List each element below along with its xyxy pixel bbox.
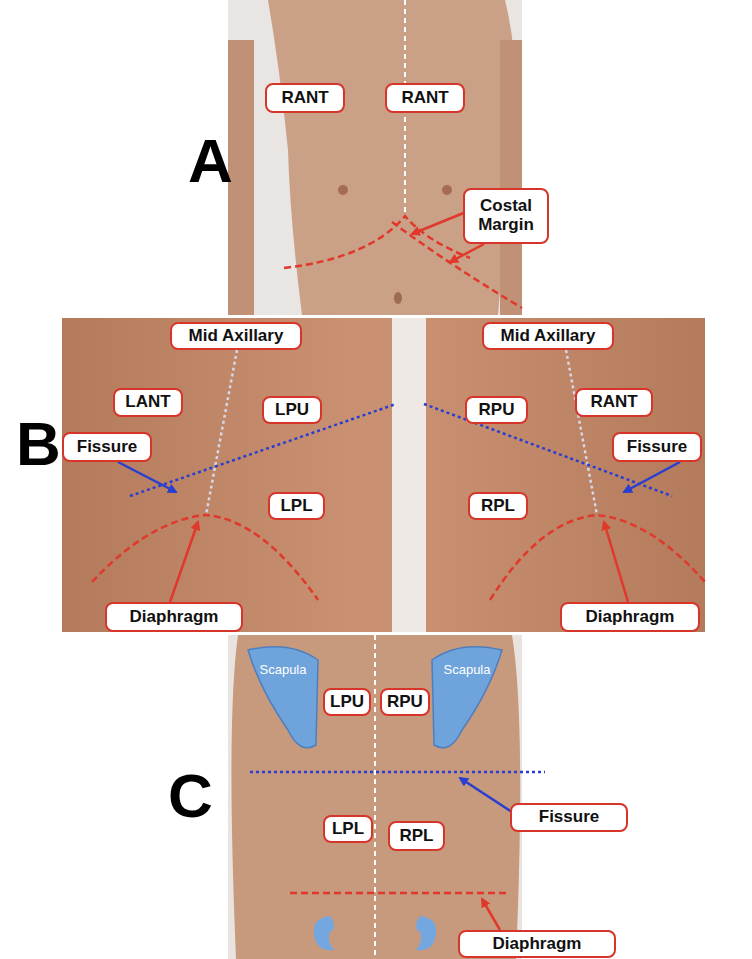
kidney-symbol bbox=[416, 916, 436, 950]
region-label-box: RANT bbox=[385, 83, 465, 113]
leader-arrow bbox=[170, 522, 198, 602]
region-label-box: RPU bbox=[380, 688, 430, 716]
region-label-box: Fissure bbox=[612, 432, 702, 462]
region-label-box: Fissure bbox=[510, 803, 628, 832]
panel-letter: A bbox=[188, 125, 233, 196]
navel bbox=[394, 292, 402, 304]
scapula-outline bbox=[429, 642, 505, 754]
node-text: RPU bbox=[387, 693, 423, 712]
node-text: Mid Axillary bbox=[501, 327, 596, 346]
diaphragm-line bbox=[92, 515, 318, 600]
node-text: LANT bbox=[125, 393, 170, 412]
region-label-box: Diaphragm bbox=[105, 602, 243, 632]
region-label-box: Mid Axillary bbox=[170, 322, 302, 350]
photo-background bbox=[228, 635, 522, 959]
panel-c-photo bbox=[228, 635, 545, 959]
node-text: Costal Margin bbox=[470, 197, 542, 234]
node-text: Diaphragm bbox=[130, 608, 219, 627]
panel-b-photo bbox=[62, 318, 705, 632]
photo-background bbox=[62, 318, 705, 632]
node-text: Fissure bbox=[539, 808, 599, 827]
scapula-fill bbox=[432, 647, 502, 748]
leader-arrow bbox=[604, 522, 628, 602]
panel-letter: C bbox=[168, 760, 213, 831]
region-label-box: LPL bbox=[268, 492, 325, 520]
node-text: RPL bbox=[400, 827, 434, 846]
scapula-shape: Scapula bbox=[429, 642, 505, 754]
mid-axillary-line bbox=[206, 350, 237, 515]
node-text: LPL bbox=[332, 820, 364, 839]
node-text: RPU bbox=[479, 401, 515, 420]
region-label-box: LPU bbox=[323, 688, 371, 716]
kidney-symbol bbox=[314, 916, 334, 950]
region-label-box: Mid Axillary bbox=[482, 322, 614, 350]
region-label-box: RANT bbox=[265, 83, 345, 113]
leader-arrow bbox=[460, 778, 512, 812]
torso bbox=[268, 0, 516, 315]
scapula-fill bbox=[248, 647, 318, 748]
node-text: Scapula bbox=[245, 662, 321, 677]
leader-arrow bbox=[412, 212, 466, 234]
node-text: Fissure bbox=[77, 438, 137, 457]
leader-arrow bbox=[624, 462, 680, 492]
scapula-outline bbox=[245, 642, 321, 754]
costal-margin-line bbox=[284, 216, 470, 268]
region-label-box: Diaphragm bbox=[458, 930, 616, 958]
node-text: LPU bbox=[330, 693, 364, 712]
scapula-shape: Scapula bbox=[245, 642, 321, 754]
node-text: RPL bbox=[481, 497, 515, 516]
leader-arrow bbox=[482, 899, 500, 930]
leader-arrow bbox=[118, 462, 176, 492]
node-text: LPU bbox=[275, 401, 309, 420]
node-text: Scapula bbox=[429, 662, 505, 677]
node-text: RANT bbox=[401, 89, 448, 108]
fissure-line bbox=[250, 771, 545, 774]
panel-a-photo bbox=[228, 0, 522, 315]
region-label-box: Diaphragm bbox=[560, 602, 700, 632]
nipple bbox=[442, 185, 452, 195]
diaphragm-line bbox=[490, 515, 705, 600]
node-text: LPL bbox=[280, 497, 312, 516]
back bbox=[231, 635, 520, 959]
node-text: RANT bbox=[590, 393, 637, 412]
arm bbox=[500, 40, 522, 315]
region-label-box: RPL bbox=[388, 821, 445, 851]
region-label-box: Costal Margin bbox=[463, 188, 549, 244]
leader-arrow bbox=[450, 244, 484, 262]
nipple bbox=[338, 185, 348, 195]
node-text: Diaphragm bbox=[586, 608, 675, 627]
region-label-box: Fissure bbox=[62, 432, 152, 462]
midline bbox=[374, 635, 376, 959]
region-label-box: LANT bbox=[113, 388, 183, 417]
region-label-box: RPU bbox=[465, 396, 528, 424]
region-label-box: LPL bbox=[323, 815, 373, 843]
diaphragm-line bbox=[290, 892, 506, 895]
region-label-box: LPU bbox=[262, 396, 322, 424]
mid-axillary-line bbox=[566, 350, 597, 515]
node-text: RANT bbox=[281, 89, 328, 108]
panel-letter: B bbox=[16, 408, 61, 479]
region-label-box: RPL bbox=[468, 492, 528, 520]
region-label-box: RANT bbox=[575, 388, 653, 417]
node-text: Mid Axillary bbox=[189, 327, 284, 346]
photo-gap bbox=[392, 318, 426, 632]
node-text: Diaphragm bbox=[493, 935, 582, 954]
photo-background bbox=[228, 0, 522, 315]
node-text: Fissure bbox=[627, 438, 687, 457]
